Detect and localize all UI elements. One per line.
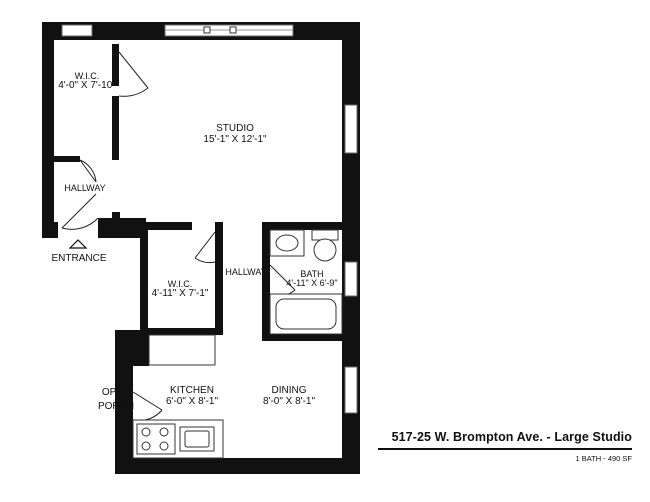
studio-bottom-wall-left [98,218,146,238]
window-right-studio [344,104,358,154]
hallway-top-wall [54,156,80,162]
entrance-label: ENTRANCE [51,253,107,264]
bath-fixtures [269,229,343,335]
bath-bottom-wall [262,333,342,341]
entrance-stub [42,222,58,238]
kitchen-name: KITCHEN [170,385,214,396]
open-porch-line1: OPEN [101,387,131,398]
bath-left-wall [262,222,270,340]
bath-door [269,264,296,291]
wic-bottom-name: W.I.C. [167,279,193,289]
wic1-right-wall-upper [112,44,119,86]
hallway-mid-label: HALLWAY [225,267,267,277]
title-block: 517-25 W. Brompton Ave. - Large Studio 1… [378,430,632,463]
listing-title: 517-25 W. Brompton Ave. - Large Studio [391,430,632,444]
stove-icon [136,423,176,455]
hallway-door-upper [79,159,97,183]
left-wall-upper [42,22,54,238]
wic-bottom-dims: 4'-11" X 7'-1" [151,288,209,300]
window-right-bath [344,261,358,297]
studio-dims: 15'-1" X 12'-1" [203,133,267,145]
dining-label: DINING 8'-0" X 8'-1" [252,385,326,407]
window-right-dining [344,366,358,414]
porch-door [132,391,163,411]
wic1-right-wall-lower [112,96,119,160]
window-top-left [61,24,93,37]
dining-name: DINING [271,385,307,396]
wic-top-label: W.I.C. 4'-0" X 7'-10" [52,71,122,92]
wic2-top-wall [140,222,192,230]
bath-dims: 4'-11" X 6'-9" [286,278,338,289]
studio-name: STUDIO [216,123,254,134]
hallway-left-label: HALLWAY [64,183,106,193]
bottom-wall [115,458,360,474]
wic-bottom-label: W.I.C. 4'-11" X 7'-1" [145,279,215,300]
open-porch-label: OPEN PORCH [92,387,140,412]
wic2-right-wall [215,222,223,334]
studio-label: STUDIO 15'-1" X 12'-1" [190,123,280,145]
hallway-stub [112,212,120,222]
toilet-icon [313,238,337,262]
bath-label: BATH 4'-11" X 6'-9" [280,269,344,289]
kitchen-dims: 6'-0" X 8'-1" [165,395,219,407]
title-rule [378,448,632,450]
open-porch-line2: PORCH [97,400,135,412]
windows [61,24,358,414]
wic2-door [194,231,216,259]
kitchen-fixtures [132,334,224,459]
wic1-door [118,51,149,89]
kitchen-label: KITCHEN 6'-0" X 8'-1" [155,385,229,407]
counter-cabinet [148,334,216,366]
bath-top-wall [262,222,342,230]
wic-top-dims: 4'-0" X 7'-10" [58,80,116,92]
entrance-door [61,193,97,229]
wic-top-name: W.I.C. [74,71,100,81]
kitchen-corner-block [115,330,149,366]
wic2-left-wall [140,222,148,334]
listing-subtitle: 1 BATH - 490 SF [575,454,632,463]
wic2-bottom-wall [140,328,223,335]
bath-name: BATH [300,269,324,279]
entrance-arrow-icon [68,239,88,249]
dining-dims: 8'-0" X 8'-1" [262,395,316,407]
